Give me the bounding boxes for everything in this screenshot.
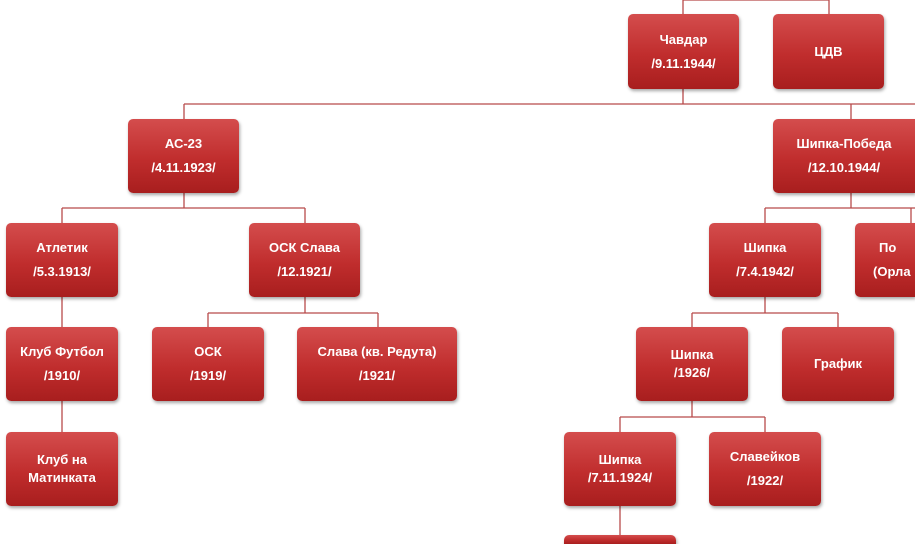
node-chavdar[interactable]: Чавдар /9.11.1944/ — [628, 14, 739, 89]
node-chavdar-name: Чавдар — [659, 31, 708, 47]
node-klub-futbol-date: /1910/ — [43, 368, 81, 383]
node-slava-reduta-name: Слава (кв. Редута) — [317, 344, 437, 359]
node-as23-date: /4.11.1923/ — [151, 160, 216, 175]
node-cut-right[interactable]: По (Орла — [855, 223, 915, 297]
node-slaveykov-name: Славейков — [729, 449, 801, 464]
node-osk-slava[interactable]: ОСК Слава /12.1921/ — [249, 223, 360, 297]
node-slava-reduta-date: /1921/ — [358, 368, 396, 383]
node-shipka-1926-date: /1926/ — [673, 365, 711, 380]
node-shipka-1926[interactable]: Шипка /1926/ — [636, 327, 748, 401]
node-osk-slava-date: /12.1921/ — [277, 264, 332, 279]
node-slava-reduta[interactable]: Слава (кв. Редута) /1921/ — [297, 327, 457, 401]
node-cut-bottom[interactable] — [564, 535, 676, 544]
node-atletik[interactable]: Атлетик /5.3.1913/ — [6, 223, 118, 297]
node-slaveykov[interactable]: Славейков /1922/ — [709, 432, 821, 506]
node-atletik-date: /5.3.1913/ — [33, 264, 91, 279]
node-atletik-name: Атлетик — [36, 240, 88, 255]
node-osk-slava-name: ОСК Слава — [269, 240, 340, 255]
node-osk[interactable]: ОСК /1919/ — [152, 327, 264, 401]
node-shipka-1924[interactable]: Шипка /7.11.1924/ — [564, 432, 676, 506]
node-shipka-pobeda-date: /12.10.1944/ — [807, 160, 881, 175]
node-grafik-name: График — [814, 356, 862, 371]
node-grafik[interactable]: График — [782, 327, 894, 401]
node-cdv[interactable]: ЦДВ — [773, 14, 884, 89]
node-klub-matinka[interactable]: Клуб на Матинката — [6, 432, 118, 506]
node-shipka-1942[interactable]: Шипка /7.4.1942/ — [709, 223, 821, 297]
node-as23[interactable]: АС-23 /4.11.1923/ — [128, 119, 239, 193]
node-shipka-pobeda[interactable]: Шипка-Победа /12.10.1944/ — [773, 119, 915, 193]
node-cut-right-name: По — [879, 240, 897, 255]
node-shipka-1926-name: Шипка — [670, 347, 714, 362]
node-klub-futbol-name: Клуб Футбол — [20, 344, 104, 359]
node-cdv-name: ЦДВ — [814, 43, 843, 59]
node-slaveykov-date: /1922/ — [746, 473, 784, 488]
node-as23-name: АС-23 — [164, 136, 203, 151]
node-chavdar-date: /9.11.1944/ — [651, 55, 716, 71]
node-shipka-pobeda-name: Шипка-Победа — [796, 136, 892, 151]
node-osk-date: /1919/ — [189, 368, 227, 383]
node-cut-right-sub: (Орла — [873, 264, 911, 279]
node-shipka-1942-name: Шипка — [743, 240, 787, 255]
node-shipka-1942-date: /7.4.1942/ — [736, 264, 794, 279]
node-shipka-1924-date: /7.11.1924/ — [587, 470, 653, 485]
node-klub-futbol[interactable]: Клуб Футбол /1910/ — [6, 327, 118, 401]
node-klub-matinka-line2: Матинката — [28, 470, 96, 485]
node-shipka-1924-name: Шипка — [598, 452, 642, 467]
node-osk-name: ОСК — [194, 344, 222, 359]
node-klub-matinka-line1: Клуб на — [37, 452, 87, 467]
